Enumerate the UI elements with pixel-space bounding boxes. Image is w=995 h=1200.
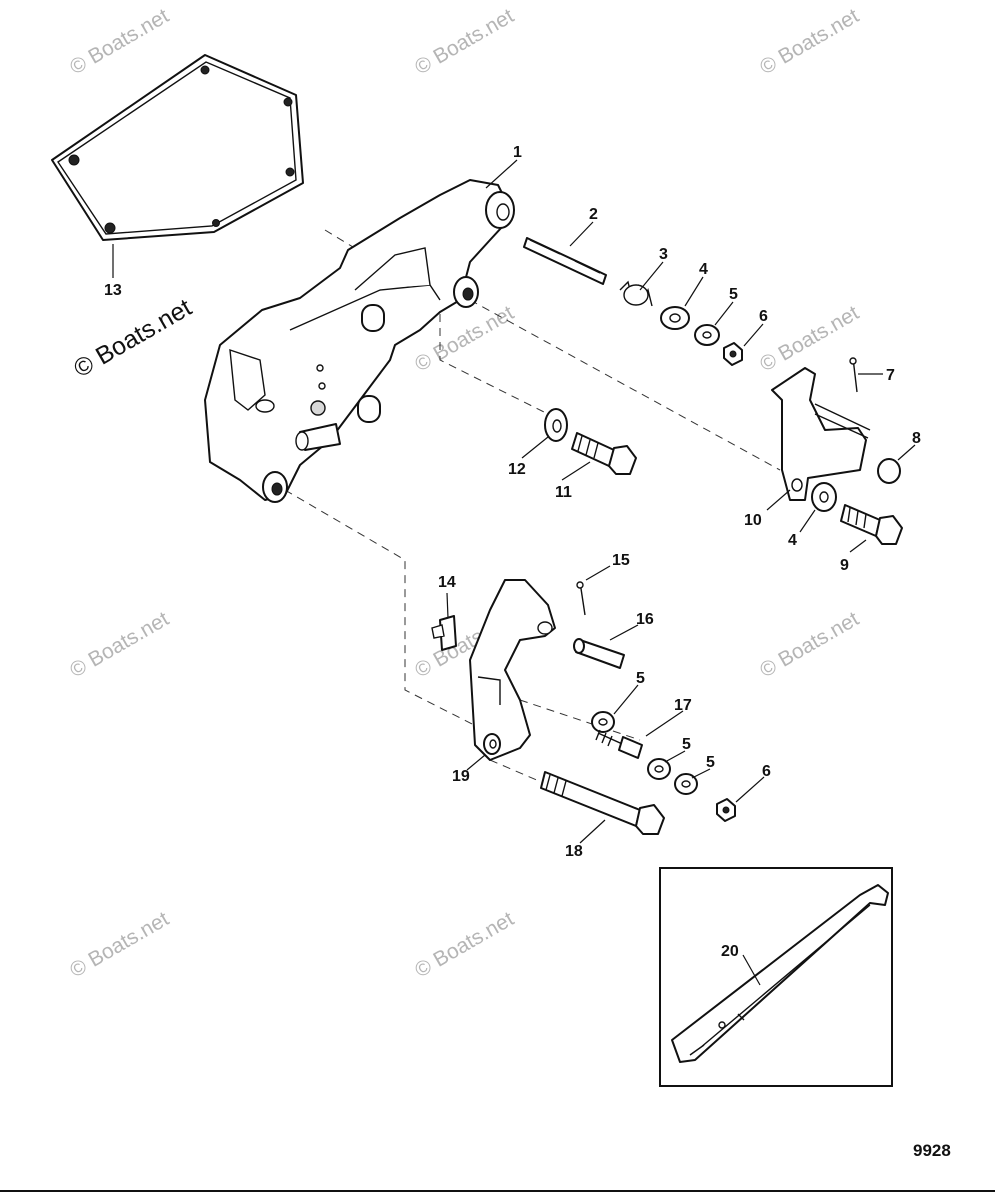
callout-5: 5 (729, 286, 738, 303)
callout-8: 8 (912, 430, 921, 447)
washer-4-top (660, 306, 690, 330)
callout-2: 2 (589, 206, 598, 223)
watermark: © Boats.net (66, 4, 173, 79)
part-11-bolt (571, 432, 637, 475)
part-8-cap (877, 458, 901, 484)
part-17-stud (595, 729, 643, 759)
callout-10: 10 (744, 512, 762, 529)
watermark: © Boats.net (66, 907, 173, 982)
part-9-bolt (840, 504, 903, 545)
callout-9: 9 (840, 557, 849, 574)
watermark: © Boats.net (756, 301, 863, 376)
callout-4-repeat: 4 (788, 532, 797, 549)
callout-19: 19 (452, 768, 470, 785)
callout-5-repeat: 5 (636, 670, 645, 687)
figure-number: 9928 (913, 1141, 951, 1160)
washer-5-top (694, 324, 720, 346)
callout-6: 6 (759, 308, 768, 325)
watermark: © Boats.net (756, 607, 863, 682)
callout-5-repeat: 5 (682, 736, 691, 753)
part-3-spring (619, 280, 653, 307)
part-16-clevis-pin (573, 638, 625, 669)
callout-20: 20 (721, 943, 739, 960)
leader-lines (112, 159, 916, 986)
part-2-stud (523, 237, 607, 285)
watermark: © Boats.net (411, 907, 518, 982)
callout-14: 14 (438, 574, 456, 591)
watermark: © Boats.net (411, 4, 518, 79)
callout-3: 3 (659, 246, 668, 263)
callout-13: 13 (104, 282, 122, 299)
part-10-lever (771, 367, 871, 501)
nut-6-lower (716, 798, 736, 822)
washer-5-lower-a (647, 758, 671, 780)
washer-4-mid (811, 482, 837, 512)
callout-4: 4 (699, 261, 708, 278)
callout-5-repeat: 5 (706, 754, 715, 771)
callout-15: 15 (612, 552, 630, 569)
washer-5-mid (591, 711, 615, 733)
inset-box (659, 867, 893, 1087)
part-1-main-bracket (204, 179, 515, 503)
part-12-washer (544, 408, 568, 442)
part-18-bolt (540, 771, 665, 835)
watermark-prominent: © Boats.net (69, 293, 196, 383)
part-15-pin (576, 581, 586, 616)
callout-7: 7 (886, 367, 895, 384)
nut-6-top (723, 342, 743, 366)
part-19-link (469, 579, 556, 761)
watermark: © Boats.net (66, 607, 173, 682)
part-14-clip (431, 615, 457, 651)
callouts: 1 2 3 4 5 6 7 8 9 10 11 12 13 14 15 16 1… (104, 144, 921, 960)
callout-18: 18 (565, 843, 583, 860)
part-13-plate (51, 54, 304, 241)
callout-1: 1 (513, 144, 522, 161)
callout-11: 11 (555, 484, 572, 501)
callout-6-repeat: 6 (762, 763, 771, 780)
washer-5-lower-b (674, 773, 698, 795)
callout-16: 16 (636, 611, 654, 628)
callout-17: 17 (674, 697, 692, 714)
watermark: © Boats.net (756, 4, 863, 79)
callout-12: 12 (508, 461, 526, 478)
part-7-pin (849, 357, 858, 393)
